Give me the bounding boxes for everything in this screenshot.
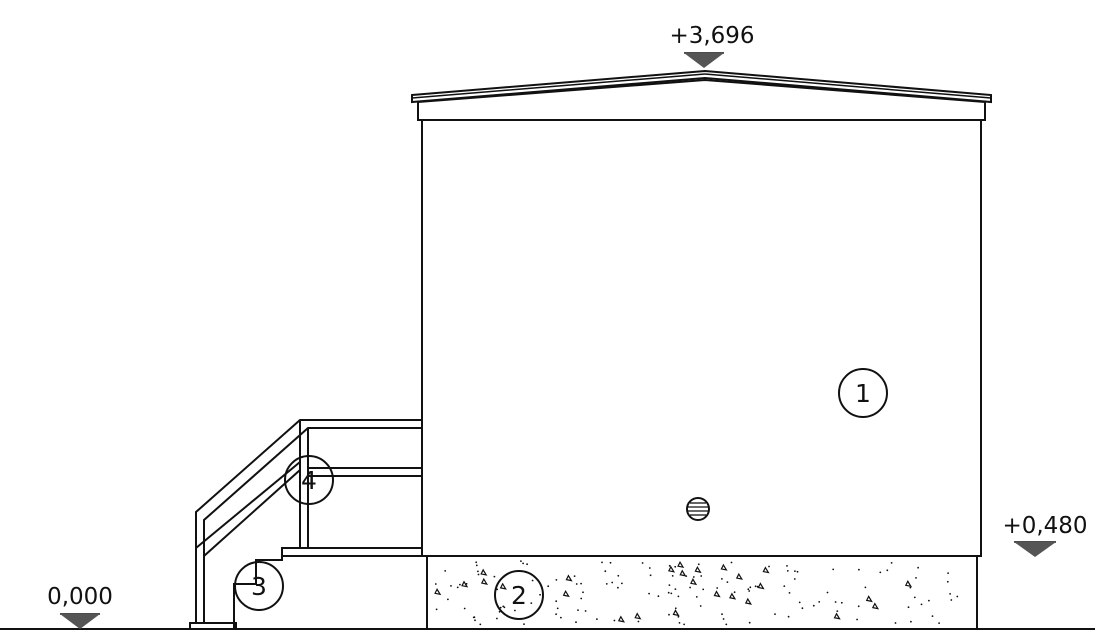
handrail [195,419,422,623]
roof [411,69,992,121]
building-wall [421,119,982,557]
level-ground-label: 0,000 [47,584,113,610]
level-marker-ridge: +3,696 [669,23,755,68]
vent-grille-icon [686,497,710,521]
entry-steps [189,547,422,630]
callout-4: 4 [284,455,334,505]
callout-2-label: 2 [511,581,527,610]
level-ridge-label: +3,696 [669,23,754,49]
callout-4-label: 4 [301,466,317,495]
callout-2: 2 [494,570,544,620]
level-marker-floor: +0,480 [1002,513,1088,557]
concrete-foundation [426,555,978,630]
callout-3-label: 3 [251,572,267,601]
callout-3: 3 [234,561,284,611]
callout-1-label: 1 [855,379,871,408]
level-marker-ground: 0,000 [47,584,113,629]
level-floor-label: +0,480 [1002,513,1087,539]
callout-1: 1 [838,368,888,418]
